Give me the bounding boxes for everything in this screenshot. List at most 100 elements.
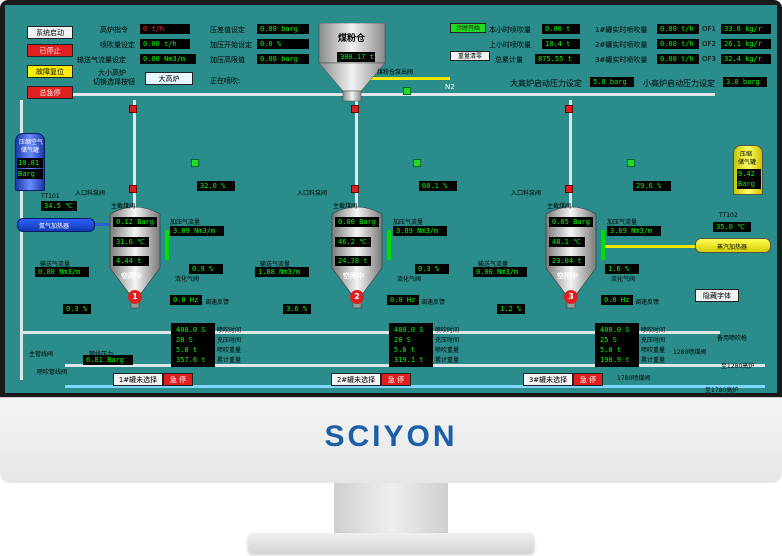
tank1-level-bar bbox=[165, 230, 169, 260]
tank2-inlet-pump-label: 入口料泵阀 bbox=[297, 190, 328, 197]
tank2-vent-valve-icon[interactable] bbox=[413, 159, 421, 167]
main-n2-pipe bbox=[65, 93, 715, 96]
hide-font-button[interactable]: 隐藏字体 bbox=[695, 289, 739, 302]
tank2-spray-weight-label: 喷吹重量 bbox=[435, 347, 460, 354]
tank1-data-2: 5.0 t bbox=[173, 345, 213, 355]
tank3-inlet-valve-icon[interactable] bbox=[565, 185, 573, 193]
small-big-furnace-label: 大小高炉 bbox=[98, 69, 126, 77]
tank3-data-1: 25 S bbox=[597, 335, 637, 345]
tank2-valve-icon[interactable] bbox=[351, 105, 359, 113]
pressurize-open-value[interactable]: 0.0 % bbox=[257, 39, 309, 49]
tank1-pressure-flow: 3.89 Nm3/m bbox=[170, 226, 224, 236]
tank3-feed-pipe bbox=[569, 100, 572, 210]
bottom-pipe bbox=[65, 385, 765, 388]
tank2-inlet-valve-icon[interactable] bbox=[351, 185, 359, 193]
tank3-gas-valve-pct: 1.2 % bbox=[497, 304, 525, 314]
tank1-emergency-button[interactable]: 急 停 bbox=[163, 373, 193, 386]
last-hour-value: 18.4 t bbox=[542, 39, 580, 49]
n2-heater-label: 氮气加热器 bbox=[39, 223, 70, 230]
tank2-data-1: 28 S bbox=[391, 335, 431, 345]
big-furnace-start-value[interactable]: 5.0 barg bbox=[590, 77, 634, 87]
monitor-base bbox=[248, 533, 534, 553]
tank2-feed-speed-label: 调速反馈 bbox=[421, 299, 446, 306]
pressurize-open-label: 加压开始设定 bbox=[210, 41, 252, 49]
steam-tank-value: 9.42 bbox=[737, 169, 761, 179]
monitor-chin bbox=[0, 397, 782, 483]
timer-start-button[interactable]: 计时开始 bbox=[450, 23, 486, 33]
tank3-spray-weight-label: 喷吹重量 bbox=[641, 347, 666, 354]
tank2-pressure-set: 60.1 % bbox=[419, 181, 457, 191]
injection-set-value[interactable]: 0.00 t/h bbox=[140, 39, 190, 49]
gas-flow-set-value[interactable]: 0.00 Nm3/m bbox=[140, 54, 196, 64]
brand-logo: SCIYON bbox=[324, 420, 458, 453]
tank2-main-valve-label: 主截煤阀 bbox=[333, 203, 358, 210]
tank1-gas-flow-label: 输送气流量 bbox=[40, 261, 71, 268]
tank3-time-pressure-label: 充压时间 bbox=[641, 337, 666, 344]
tank2-status: 空闲中 bbox=[343, 272, 364, 280]
tank2-weight: 24.78 t bbox=[335, 256, 371, 266]
tank3-feed-hz: 0.0 Hz bbox=[601, 295, 633, 305]
steam-tank-title1: 压缩 bbox=[740, 151, 753, 158]
main-valve-label: 主管线阀 bbox=[29, 351, 54, 358]
tank2-pressure: 0.00 Barg bbox=[335, 217, 379, 227]
pressurize-limit-value[interactable]: 0.00 barg bbox=[257, 54, 309, 64]
tank1-real-label: 1#罐实时喷吹量 bbox=[595, 26, 648, 34]
tank2-feed-hz: 0.0 Hz bbox=[387, 295, 419, 305]
tank1-fluid-gas-label: 流化气阀 bbox=[175, 276, 200, 283]
coal-pump-valve-icon[interactable] bbox=[403, 87, 411, 95]
tank1-data-1: 28 S bbox=[173, 335, 213, 345]
total-label: 总累计量 bbox=[495, 56, 523, 64]
tank2-data-2: 5.0 t bbox=[391, 345, 431, 355]
left-vertical-pipe bbox=[20, 100, 23, 380]
fault-reset-button[interactable]: 故障复位 bbox=[27, 65, 73, 78]
small-furnace-start-label: 小高炉启动压力设定 bbox=[643, 79, 715, 88]
tank1-real-value: 0.00 t/h bbox=[657, 24, 699, 34]
of3-label: OF3 bbox=[702, 55, 716, 63]
tank3-gas-flow: 0.00 Nm3/m bbox=[473, 267, 527, 277]
tank3-emergency-button[interactable]: 急 停 bbox=[573, 373, 603, 386]
tank1-inlet-valve-icon[interactable] bbox=[129, 185, 137, 193]
tank3-fluid-gas-label: 流化气阀 bbox=[611, 276, 636, 283]
v1780-label: 1780喷煤阀 bbox=[617, 375, 651, 382]
tank3-vent-valve-icon[interactable] bbox=[627, 159, 635, 167]
tt102-label: TT102 bbox=[719, 212, 738, 219]
tank1-vent-valve-icon[interactable] bbox=[191, 159, 199, 167]
big-furnace-button[interactable]: 大高炉 bbox=[145, 72, 193, 85]
reset-clear-button[interactable]: 重量清零 bbox=[450, 51, 490, 61]
tank3-real-value: 0.00 t/h bbox=[657, 54, 699, 64]
tank1-feed-speed-label: 调速反馈 bbox=[205, 299, 230, 306]
hour-injection-label: 本小时喷吹量 bbox=[489, 26, 531, 34]
tank3-pressure-set: 29.6 % bbox=[633, 181, 671, 191]
to1280-label: 至1280高炉 bbox=[721, 363, 755, 370]
tank2-pressure-flow-label: 加压气流量 bbox=[393, 219, 424, 226]
tank3-valve-pct: 1.6 % bbox=[605, 264, 639, 274]
tank1-valve-icon[interactable] bbox=[129, 105, 137, 113]
tank1-gas-valve-pct: 0.3 % bbox=[63, 304, 91, 314]
system-start-button[interactable]: 系统启动 bbox=[27, 26, 73, 39]
tank1-total-weight-label: 累计重量 bbox=[217, 357, 242, 364]
tank2-gas-flow-label: 输送气流量 bbox=[260, 261, 291, 268]
pressurize-limit-label: 加压高限值 bbox=[210, 56, 245, 64]
tank1-select-button[interactable]: 1#罐未选择 bbox=[113, 373, 163, 386]
tank1-temp: 31.6 ℃ bbox=[113, 237, 149, 247]
small-furnace-start-value[interactable]: 3.0 barg bbox=[723, 77, 767, 87]
n2-heater bbox=[17, 218, 95, 232]
tank3-level-bar bbox=[601, 230, 605, 260]
tank3-select-button[interactable]: 3#罐未选择 bbox=[523, 373, 573, 386]
tank2-emergency-button[interactable]: 急 停 bbox=[381, 373, 411, 386]
tank2-gas-valve-pct: 3.6 % bbox=[283, 304, 311, 314]
total-value: 875.55 t bbox=[535, 54, 580, 64]
tank1-main-valve-label: 主截煤阀 bbox=[111, 203, 136, 210]
tank2-select-button[interactable]: 2#罐未选择 bbox=[331, 373, 381, 386]
tank3-data-0: 400.0 S bbox=[597, 325, 637, 335]
tank2-data-0: 480.0 S bbox=[391, 325, 431, 335]
v1280-label: 1280喷煤阀 bbox=[673, 349, 707, 356]
tank3-valve-icon[interactable] bbox=[565, 105, 573, 113]
emergency-stop-button[interactable]: 总急停 bbox=[27, 86, 73, 99]
stopped-button[interactable]: 已停止 bbox=[27, 44, 73, 57]
pressure-diff-value[interactable]: 0.00 barg bbox=[257, 24, 309, 34]
tt101-value: 34.5 ℃ bbox=[41, 201, 77, 211]
tank2-time-pressure-label: 充压时间 bbox=[435, 337, 460, 344]
tank3-number: 3 bbox=[564, 290, 578, 304]
steam-heater bbox=[695, 238, 771, 253]
